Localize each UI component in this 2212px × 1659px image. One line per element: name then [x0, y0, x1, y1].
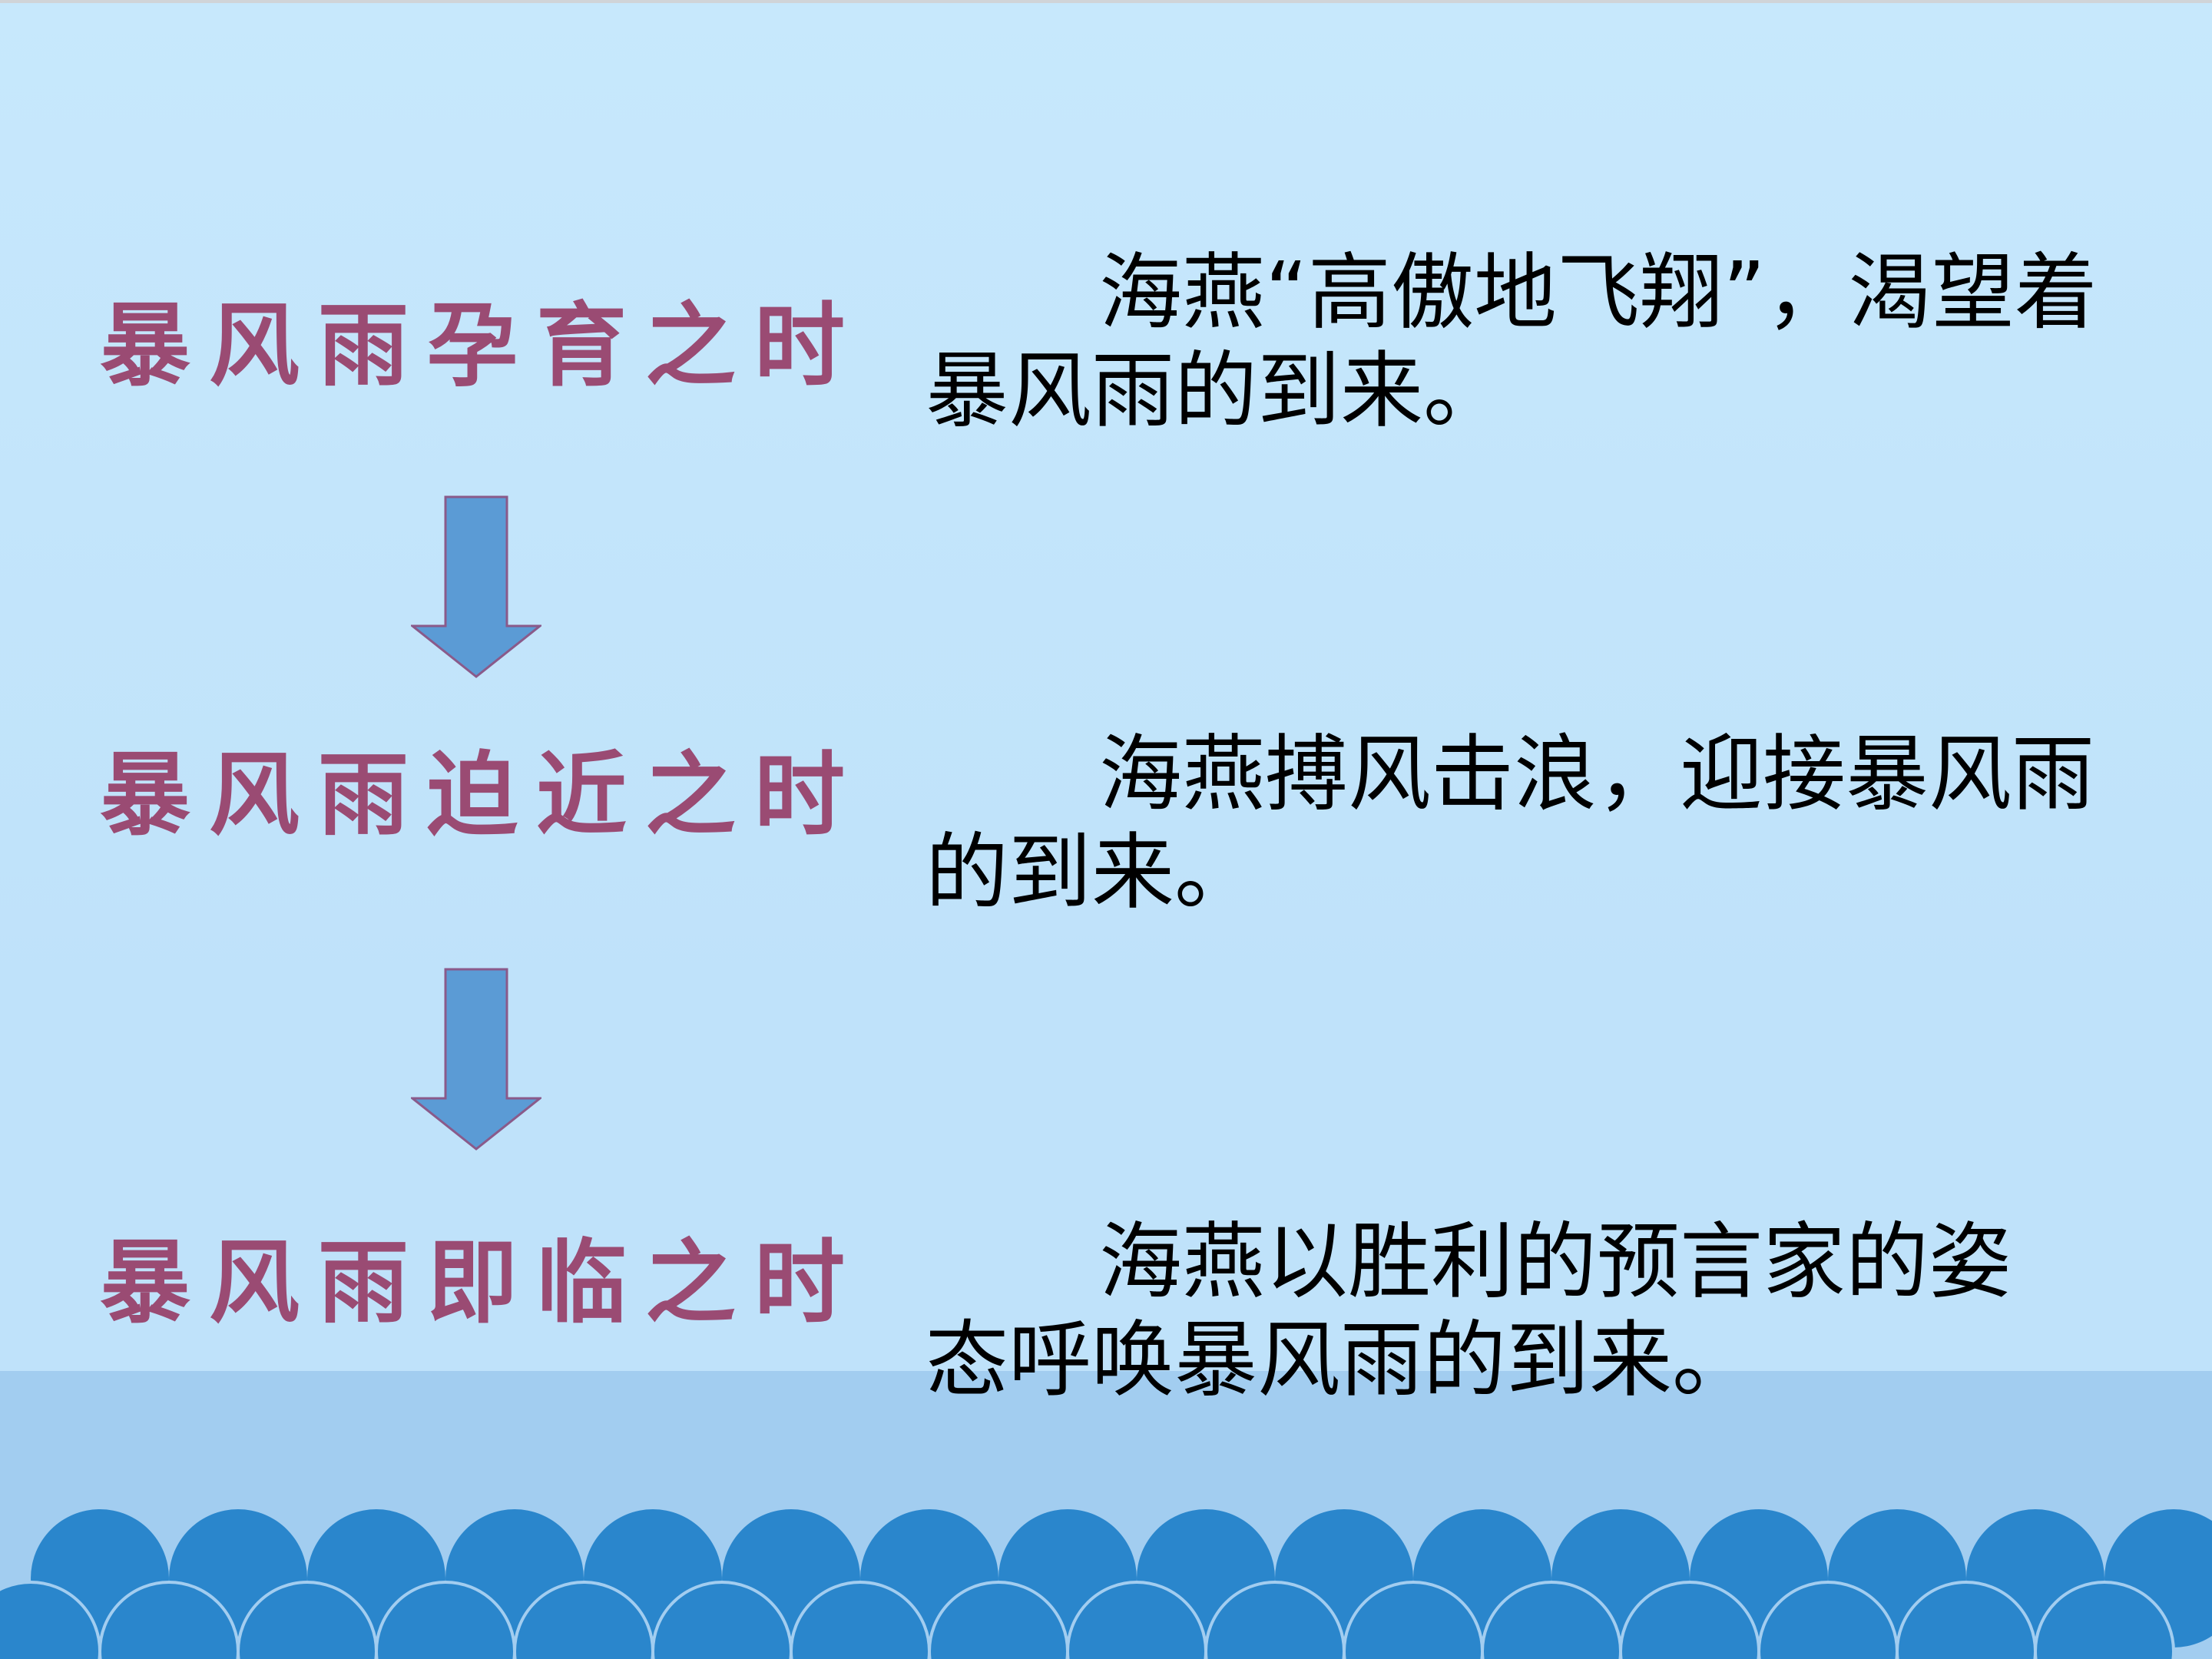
stage-label-3: 暴风雨即临之时 [100, 1229, 864, 1336]
stage-description-1: 海燕“高傲地飞翔”，渴望着暴风雨的到来。 [926, 245, 2098, 439]
stage-label-2: 暴风雨迫近之时 [100, 741, 864, 848]
arrow-down-icon [411, 968, 541, 1151]
stage-label-1: 暴风雨孕育之时 [100, 292, 864, 399]
top-border [0, 0, 2212, 3]
wave-decoration [0, 1509, 2212, 1659]
wave-row-front [0, 1581, 2175, 1659]
arrow-down-icon [411, 495, 541, 678]
stage-description-3: 海燕以胜利的预言家的姿态呼唤暴风雨的到来。 [926, 1214, 2012, 1409]
stage-description-2: 海燕搏风击浪，迎接暴风雨的到来。 [926, 727, 2095, 921]
